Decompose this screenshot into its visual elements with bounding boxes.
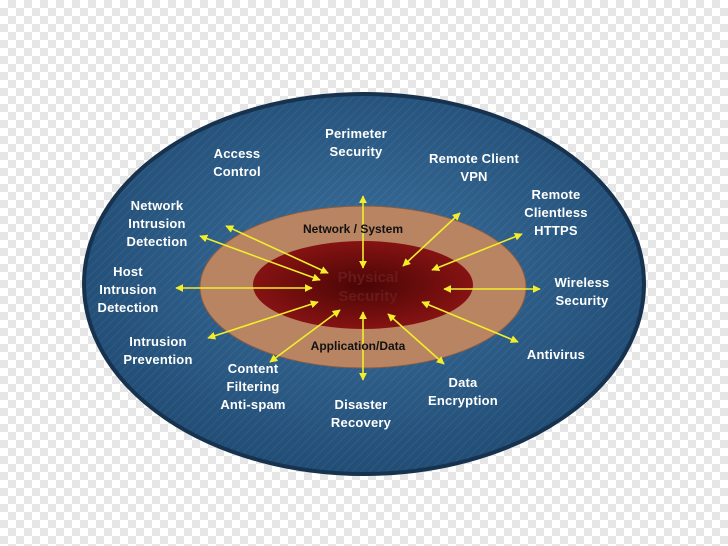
remote-client-vpn-label: Remote Client VPN bbox=[428, 151, 520, 184]
arrow-content bbox=[269, 309, 341, 363]
arrow-antivirus bbox=[421, 301, 519, 343]
application-data-label: Application/Data bbox=[310, 339, 406, 353]
arrows-group bbox=[175, 195, 541, 381]
physical-security-label: Physical Security bbox=[337, 269, 399, 305]
arrow-nids bbox=[199, 234, 321, 282]
arrow-encryption bbox=[387, 313, 445, 365]
host-intrusion-detection-label: Host Intrusion Detection bbox=[97, 264, 159, 315]
network-system-label: Network / System bbox=[302, 222, 404, 236]
perimeter-security-label: Perimeter Security bbox=[325, 126, 387, 159]
intrusion-prevention-label: Intrusion Prevention bbox=[123, 334, 193, 367]
content-filtering-antispam-label: Content Filtering Anti-spam bbox=[220, 361, 286, 412]
data-encryption-label: Data Encryption bbox=[428, 375, 498, 408]
arrow-ips bbox=[207, 300, 319, 340]
antivirus-label: Antivirus bbox=[526, 347, 586, 362]
remote-clientless-https-label: Remote Clientless HTTPS bbox=[524, 187, 588, 238]
disaster-recovery-label: Disaster Recovery bbox=[330, 397, 392, 430]
access-control-label: Access Control bbox=[213, 146, 261, 179]
arrow-remote-https bbox=[431, 232, 523, 272]
network-intrusion-detection-label: Network Intrusion Detection bbox=[126, 198, 188, 249]
wireless-security-label: Wireless Security bbox=[554, 275, 610, 308]
